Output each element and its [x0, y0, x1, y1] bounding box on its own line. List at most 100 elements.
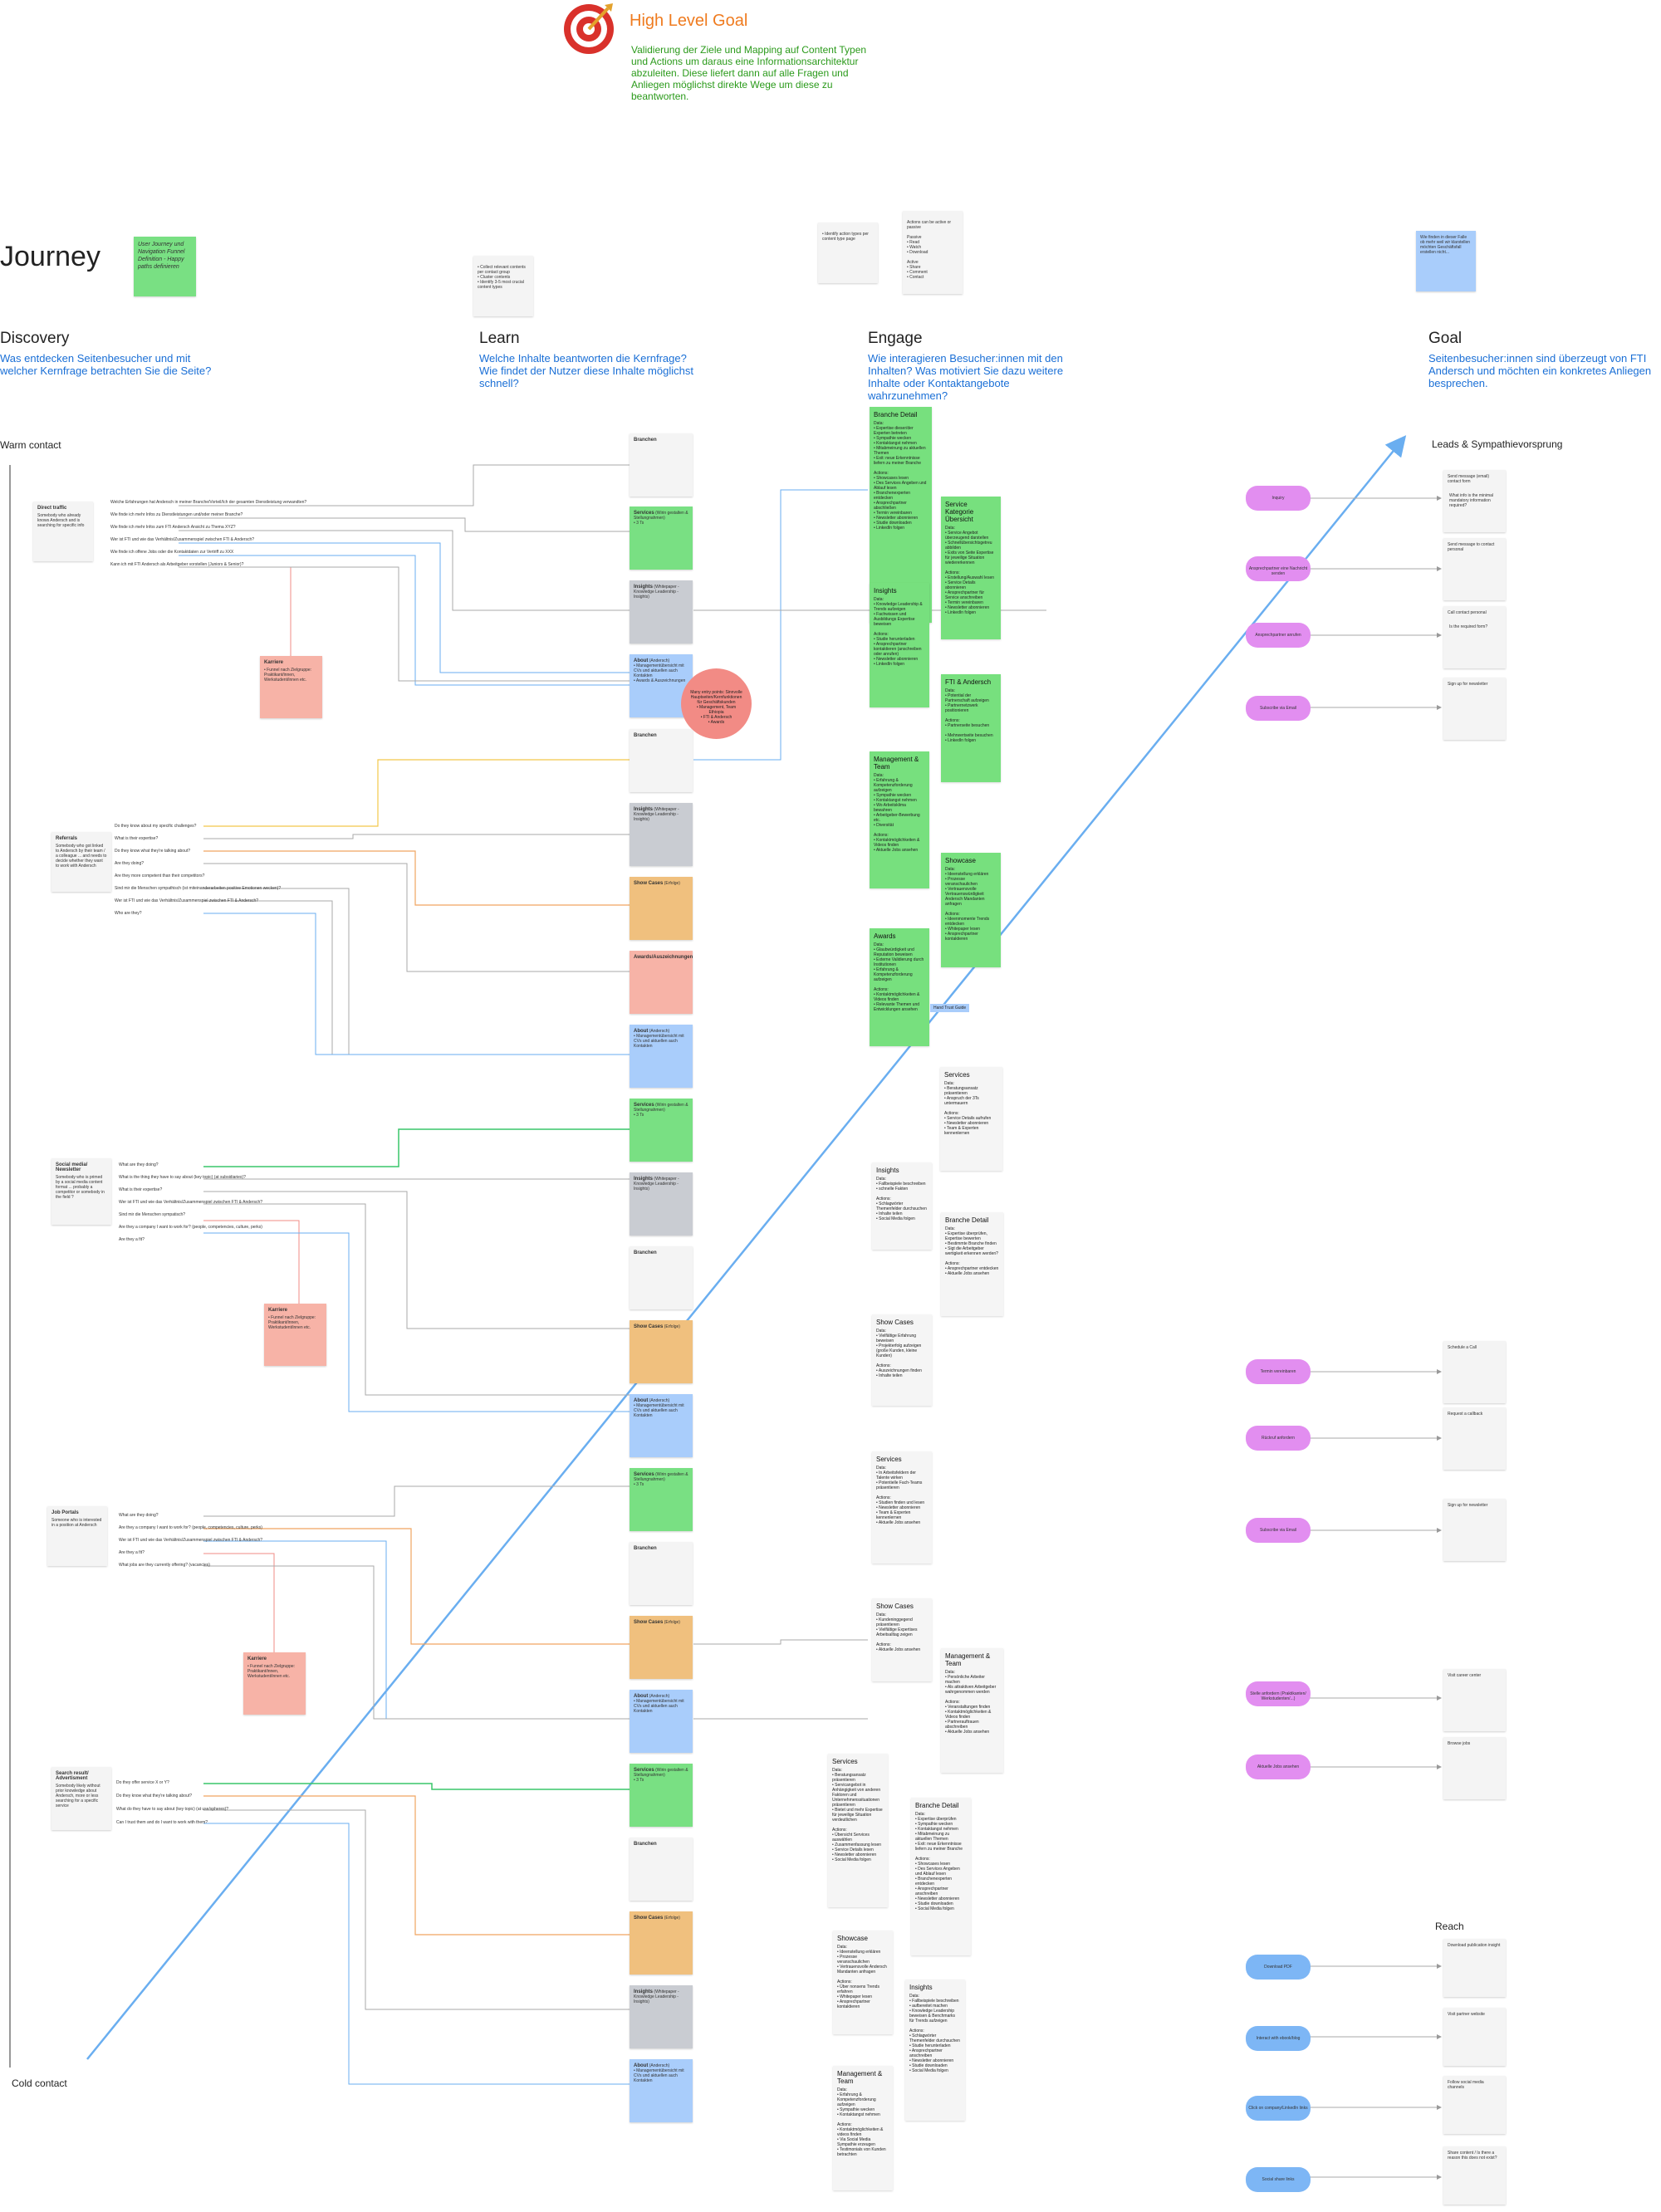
engage-card-title: Show Cases	[876, 1603, 914, 1610]
question-text: Sind mir die Menschen sympathisch (ist m…	[115, 886, 282, 891]
learn-note: About (Andersch) • Managementübersicht m…	[630, 1690, 693, 1753]
learn-note: Awards/Auszeichnungen	[630, 951, 693, 1014]
goal-note: Send message (email) contact form	[1443, 470, 1506, 532]
engage-card-title: Branche Detail	[915, 1802, 959, 1809]
learn-note-title: About	[634, 1398, 649, 1403]
learn-note: Show Cases (Erfolge)	[630, 877, 693, 940]
leads-label: Leads & Sympathievorsprung	[1432, 438, 1563, 450]
engage-sub: Wie interagieren Besucher:innen mit den …	[868, 352, 1064, 402]
question-text: What are they doing?	[119, 1162, 159, 1167]
learn-note: About (Andersch) • Managementübersicht m…	[630, 2059, 693, 2122]
learn-note-title: Branchen	[634, 1250, 657, 1255]
goal-pill[interactable]: Subscribe via Email	[1246, 1518, 1311, 1543]
question-text: Do they know about my specific challenge…	[115, 824, 197, 829]
learn-note: Branchen	[630, 1246, 693, 1309]
reach-pill[interactable]: Interact with ebook/blog	[1246, 2026, 1311, 2051]
goal-pill[interactable]: Rückruf anfordern	[1246, 1426, 1311, 1451]
goal-pill[interactable]: Stelle anfordern (Praktikanten/ Werkstud…	[1246, 1681, 1311, 1706]
question-text: Kann ich mit FTI Andersch als Arbeitgebe…	[110, 562, 244, 567]
engage-card-title: Management & Team	[945, 1652, 991, 1667]
learn-note-text: (Whitepaper - Knowledge Leadership - Ins…	[634, 585, 679, 599]
persona-text: Somebody who got linked to Andersch by t…	[56, 844, 107, 869]
learn-note-title: Services	[634, 1472, 654, 1477]
engage-card-title: Showcase	[945, 857, 976, 864]
learn-note-text: (Erfolge)	[663, 1620, 680, 1625]
goal-pill[interactable]: Termin vereinbaren	[1246, 1359, 1311, 1384]
learn-note-title: Insights	[634, 1989, 654, 1994]
engage-card-body: Data: • Ideenstellung erklären • Prozess…	[837, 1945, 887, 2009]
engage-card-title: Management & Team	[874, 756, 919, 771]
goal-note: Sign up for newsletter	[1443, 1499, 1506, 1561]
journey-sticky: User Journey und Navigation Funnel Defin…	[134, 237, 196, 296]
learn-note: Show Cases (Erfolge)	[630, 1320, 693, 1383]
question-text: Do they offer service X or Y?	[116, 1780, 169, 1785]
question-text: Welche Erfahrungen hat Andersch in meine…	[110, 500, 307, 505]
engage-card-body: Data: • Beratungsansatz präsentieren • A…	[944, 1081, 992, 1136]
learn-note-title: About	[634, 1694, 649, 1699]
engage-top-note-1: • Identify action types per content type…	[818, 223, 878, 283]
reach-pill[interactable]: Social share links	[1246, 2167, 1311, 2192]
engage-card-title: Branche Detail	[874, 411, 918, 418]
karriere-title: Karriere	[247, 1657, 267, 1661]
learn-note-title: Branchen	[634, 1546, 657, 1551]
goal-title: Goal	[1428, 330, 1463, 347]
question-text: Wie finde ich offene Jobs oder die Konta…	[110, 550, 234, 555]
learn-note-text: (Erfolge)	[663, 881, 680, 886]
question-text: What is their expertise?	[119, 1187, 163, 1192]
karriere-text: • Funnel nach Zielgruppe: Praktikant/inn…	[264, 668, 312, 683]
learn-note-title: Awards/Auszeichnungen	[634, 955, 693, 960]
learn-note: Show Cases (Erfolge)	[630, 1616, 693, 1679]
learn-note: Branchen	[630, 1542, 693, 1605]
learn-note: Services (Wirin gestalten & Stellungnahm…	[630, 1764, 693, 1827]
engage-top-note-2: Actions can be active or passive Passive…	[903, 211, 963, 294]
engage-card-title: Services	[876, 1456, 902, 1463]
reach-pill[interactable]: Download PDF	[1246, 1955, 1311, 1980]
karriere-text: • Funnel nach Zielgruppe: Praktikant/inn…	[268, 1315, 316, 1330]
goal-pill[interactable]: Inquiry	[1246, 486, 1311, 511]
learn-note-title: Show Cases	[634, 881, 664, 886]
engage-card-title: Services	[832, 1758, 858, 1765]
learn-note-title: Branchen	[634, 1842, 657, 1847]
engage-top-note-1-text: • Identify action types per content type…	[822, 232, 869, 242]
cold-contact-label: Cold contact	[12, 2077, 67, 2089]
goal-note: Sign up for newsletter	[1443, 678, 1506, 740]
engage-card-body: Data: • In Arbeitsfeldern der Talente wi…	[876, 1466, 925, 1525]
persona-title: Direct traffic	[37, 506, 67, 511]
question-text: Can I trust them and do I want to work w…	[116, 1820, 208, 1825]
question-text: Are they a company I want to work for? (…	[119, 1225, 262, 1230]
target-icon	[561, 0, 616, 55]
reach-note: Share content / Is there a reason this d…	[1443, 2146, 1506, 2205]
learn-note-title: Branchen	[634, 733, 657, 738]
learn-note: Services (Wirin gestalten & Stellungnahm…	[630, 1468, 693, 1531]
engage-card-title: Service Kategorie Übersicht	[945, 501, 974, 523]
engage-card-title: Services	[944, 1071, 970, 1079]
hand-trust-guide-tag: Hand Trust Guide	[930, 1004, 970, 1012]
goal-pill[interactable]: Ansprechpartner anrufen	[1246, 623, 1311, 648]
goal-note: Schedule a Call	[1443, 1341, 1506, 1403]
learn-note: Insights (Whitepaper - Knowledge Leaders…	[630, 803, 693, 866]
entry-points-circle-text: Many entry points: Sinnvolle Hauptseiten…	[690, 690, 742, 725]
engage-card-body: Data: • Glaubwürdigkeit und Reputation b…	[874, 942, 924, 1012]
goal-note: Call contact personal	[1443, 606, 1506, 668]
learn-note: Branchen	[630, 1838, 693, 1901]
question-text: Are they doing?	[115, 861, 145, 866]
reach-pill[interactable]: Click on company/LinkedIn links	[1246, 2096, 1311, 2121]
persona-text: Somebody who already knows Andersch and …	[37, 513, 85, 528]
warm-contact-label: Warm contact	[0, 439, 61, 451]
learn-note-title: Show Cases	[634, 1620, 664, 1625]
goal-pill[interactable]: Aktuelle Jobs ansehen	[1246, 1754, 1311, 1779]
goal-note: Send message to contact personal	[1443, 538, 1506, 600]
goal-pill[interactable]: Subscribe via Email	[1246, 696, 1311, 721]
karriere-title: Karriere	[264, 660, 284, 665]
engage-card-body: Data: • Kundeninggegend präsentieren • V…	[876, 1613, 921, 1652]
goal-pill[interactable]: Ansprechpartner eine Nachricht senden	[1246, 556, 1311, 581]
persona-title: Referrals	[56, 836, 78, 841]
question-text: What is their expertise?	[115, 836, 159, 841]
learn-note-text: (Andersch) • Managementübersicht mit CVs…	[634, 1398, 684, 1418]
engage-card-body: Data: • Expertise dieser/der Experten be…	[874, 421, 927, 531]
question-text: Wer ist FTI und wie das Verhältnis/Zusam…	[119, 1538, 263, 1543]
